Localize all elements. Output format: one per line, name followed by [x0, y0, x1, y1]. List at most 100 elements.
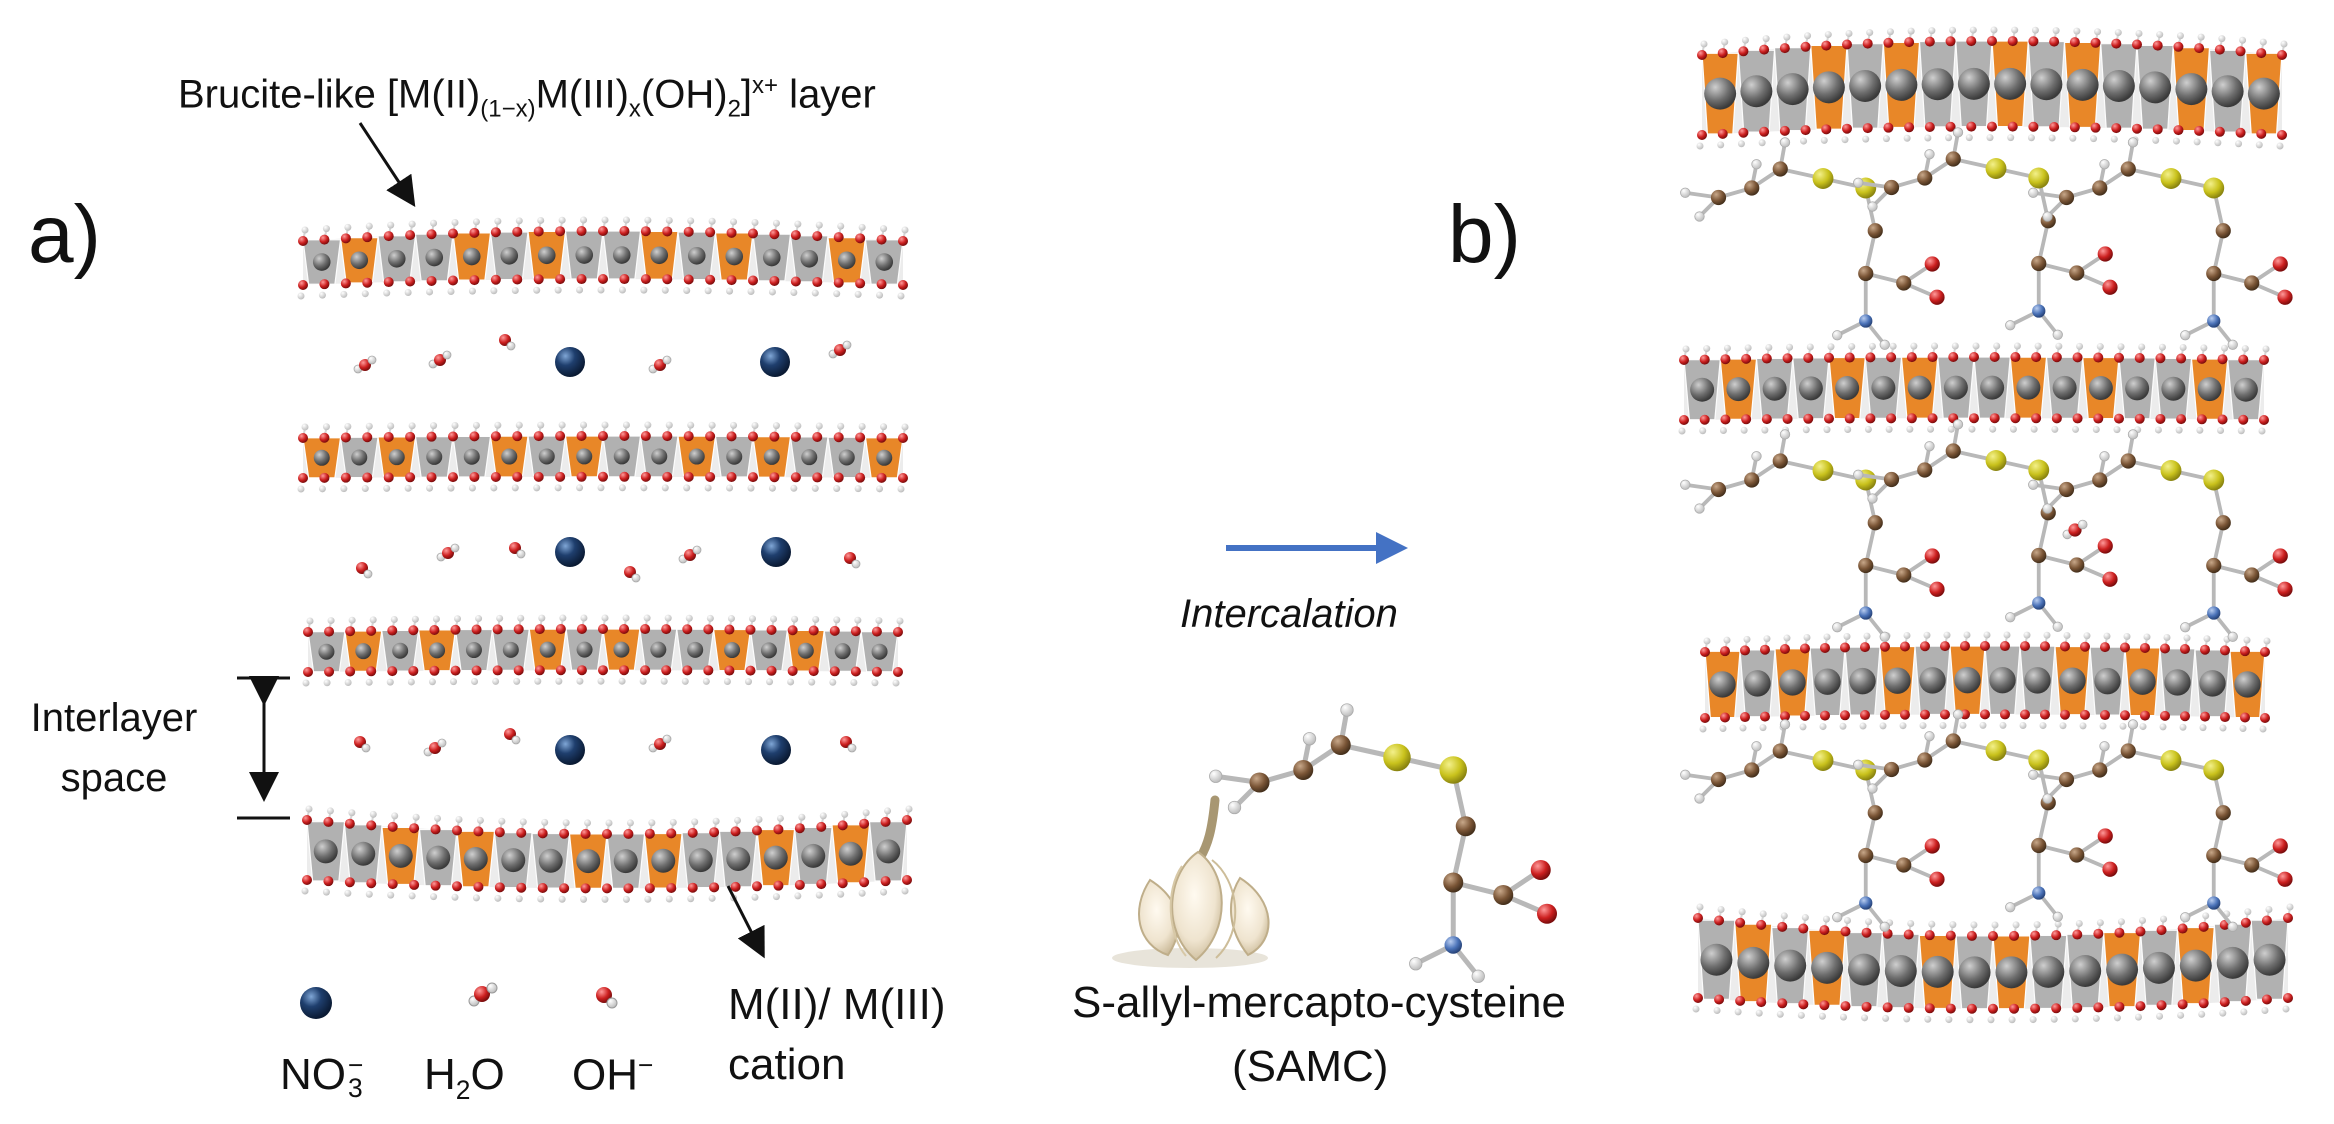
hydrogen-atom [2227, 339, 2238, 350]
sulfur-atom [2160, 750, 2182, 771]
metal-cation [612, 246, 631, 264]
oxygen-atom [855, 233, 866, 244]
hydrogen-atom [1910, 342, 1918, 350]
hydrogen-atom [794, 220, 802, 228]
hydrogen-atom [1699, 725, 1707, 733]
hydrogen-atom [365, 890, 373, 898]
nitrogen-atom [2207, 896, 2221, 910]
oxygen-atom [362, 432, 373, 443]
hydrogen-atom [2163, 633, 2171, 641]
hydrogen-atom [644, 421, 652, 429]
oxygen-atom [430, 880, 441, 891]
hydrogen-atom [2243, 636, 2251, 644]
hydrogen-atom [841, 810, 849, 818]
hydrogen-atom [2282, 1005, 2290, 1013]
hydrogen-atom [511, 735, 521, 745]
oxygen-atom [1980, 709, 1990, 720]
oxygen-atom [319, 472, 330, 483]
oxygen-atom [452, 825, 462, 836]
hydrogen-atom [768, 288, 776, 296]
oxygen-atom [426, 229, 437, 240]
layer-slab [1702, 41, 2282, 135]
oxygen-atom [366, 878, 377, 889]
oxygen-atom [2173, 41, 2184, 52]
metal-cation [2199, 670, 2226, 697]
hydrogen-atom [363, 569, 373, 579]
oxygen-atom [898, 433, 908, 443]
hydrogen-atom [901, 226, 909, 234]
metal-cation [1700, 943, 1733, 976]
oxygen-atom [682, 665, 693, 676]
hydrogen-atom [430, 219, 438, 227]
hydrogen-atom [685, 614, 693, 622]
hydrogen-atom [534, 677, 542, 685]
hydrogen-atom [1968, 425, 1976, 433]
oxygen-atom [871, 626, 882, 637]
oxygen-atom [790, 276, 801, 287]
hydrogen-atom [1751, 159, 1762, 170]
carbon-atom [2206, 557, 2222, 574]
oxygen-atom [1842, 123, 1852, 134]
oxygen-atom [833, 277, 844, 288]
oxygen-atom [640, 471, 651, 482]
hydrogen-atom [842, 340, 852, 350]
metal-cation [1726, 377, 1751, 402]
hydrogen-atom [494, 894, 502, 902]
hydrogen-atom [2023, 631, 2031, 639]
oxygen-atom [2049, 121, 2060, 132]
nitrogen-atom [1444, 936, 1462, 954]
hydrogen-atom [318, 485, 326, 493]
metal-cation [797, 642, 814, 659]
hydrogen-atom [643, 614, 651, 622]
hydrogen-atom [2003, 631, 2011, 639]
hydrogen-atom [447, 484, 455, 492]
oxygen-atom [1969, 352, 1979, 362]
metal-cation [763, 448, 780, 465]
samc-molecule [2028, 137, 2293, 350]
metal-cation [350, 251, 369, 270]
cation-pointer-arrow [726, 885, 765, 959]
oxygen-atom [745, 624, 756, 635]
hydrogen-atom [2117, 918, 2125, 926]
metal-cation [1779, 669, 1806, 696]
oxygen-atom [469, 275, 480, 286]
hydrogen-atom [829, 678, 837, 686]
oxygen-atom [533, 274, 544, 285]
oxygen-atom [2007, 121, 2018, 132]
hydrogen-atom [1827, 343, 1835, 351]
oxygen-atom [555, 471, 566, 482]
oxygen-atom [2277, 130, 2287, 140]
oxygen-atom [705, 274, 716, 285]
oxygen-atom [1693, 993, 1703, 1003]
hydrogen-atom [2127, 429, 2139, 440]
metal-cation [2164, 669, 2191, 696]
oxygen-atom [345, 666, 356, 677]
hydrogen-atom [622, 216, 630, 224]
hydrogen-atom [386, 678, 394, 686]
hydrogen-atom [468, 287, 476, 295]
metal-cation [613, 641, 630, 658]
hydroxide-layer-3 [302, 614, 904, 687]
metal-cation [2125, 376, 2150, 401]
metal-cation [501, 448, 518, 465]
hydrogen-atom [580, 895, 588, 903]
hydrogen-atom [1983, 631, 1991, 639]
sulfur-atom [1812, 750, 1834, 771]
oxygen-atom [2060, 641, 2070, 652]
oxygen-atom [2114, 352, 2124, 363]
oxygen-atom [2132, 123, 2142, 134]
nitrogen-atom [2032, 596, 2046, 610]
metal-cation [834, 643, 851, 660]
hydrogen-atom [538, 614, 546, 622]
metal-cation [838, 449, 855, 466]
oxygen-atom [1989, 352, 2000, 363]
hydroxide-layer-7 [1699, 631, 2271, 733]
hydrogen-atom [537, 421, 545, 429]
hydrogen-atom [297, 292, 305, 300]
hydrogen-atom [2096, 919, 2104, 927]
oxygen-atom [724, 665, 735, 676]
samc-molecule [1853, 419, 2118, 632]
oxygen-atom [2114, 413, 2124, 424]
hydrogen-atom [1682, 345, 1690, 353]
hydrogen-atom [2276, 142, 2284, 150]
